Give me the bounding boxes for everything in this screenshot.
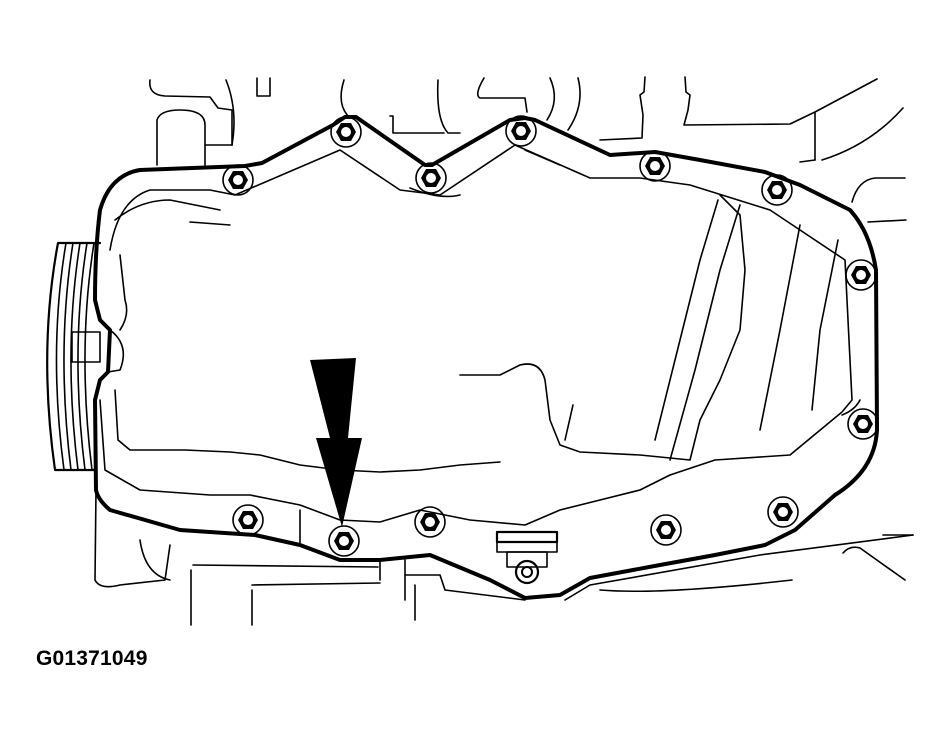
- bolt-icon: [847, 408, 879, 440]
- bolt-icon: [767, 496, 799, 528]
- drain-plug: [495, 530, 559, 585]
- bolt-icon: [414, 506, 446, 538]
- callout-arrow-icon: [310, 358, 362, 527]
- oil-pan-bolts: [222, 115, 879, 557]
- bolt-icon: [505, 115, 537, 147]
- oil-pan-inner-flange: [99, 144, 853, 526]
- bolt-icon: [761, 174, 793, 206]
- bolt-icon: [328, 525, 360, 557]
- bolt-icon: [650, 514, 682, 546]
- crankshaft-pulley: [46, 241, 102, 472]
- bolt-icon: [415, 162, 447, 194]
- bolt-icon: [232, 504, 264, 536]
- bolt-icon: [639, 150, 671, 182]
- figure-id-label: G01371049: [36, 647, 148, 670]
- bolt-icon: [845, 259, 877, 291]
- bolt-icon: [330, 116, 362, 148]
- oil-pan-outer-outline: [93, 115, 879, 600]
- engine-block-outline-bottom: [94, 489, 914, 626]
- engine-block-outline-top: [148, 76, 907, 223]
- bolt-icon: [222, 164, 254, 196]
- oil-pan-body-contours: [114, 149, 861, 601]
